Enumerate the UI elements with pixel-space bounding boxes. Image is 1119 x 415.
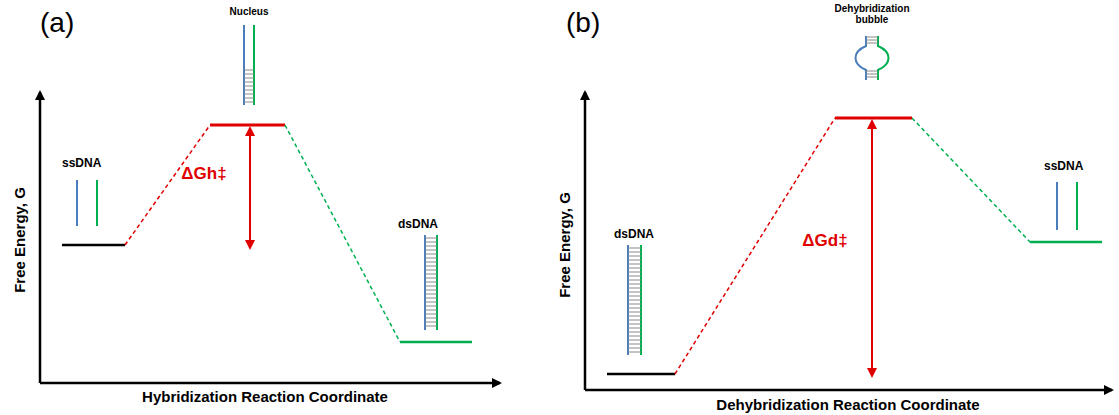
base-pair-rung [425, 326, 437, 327]
base-pair-rung [425, 306, 437, 307]
base-pair-rung [628, 260, 641, 261]
state-label: ssDNA [62, 157, 101, 170]
energy-levels [62, 118, 1102, 376]
base-pair-rung [425, 274, 437, 275]
base-pair-rung [425, 238, 437, 239]
barrier-label: ΔGd‡ [802, 232, 847, 251]
base-pair-rung [425, 270, 437, 271]
base-pair-rung [425, 246, 437, 247]
base-pair-rung [425, 258, 437, 259]
base-pair-rung [866, 40, 878, 41]
state-label: Nucleus [230, 6, 269, 17]
base-pair-rung [628, 328, 641, 329]
base-pair-rung [866, 74, 878, 75]
base-pair-rung [628, 252, 641, 253]
base-pair-rung [628, 344, 641, 345]
base-pair-rung [628, 280, 641, 281]
base-pair-rung [425, 282, 437, 283]
base-pair-rung [425, 310, 437, 311]
base-pair-rung [628, 268, 641, 269]
panel-label: (b) [566, 8, 600, 39]
base-pair-rung [425, 254, 437, 255]
base-pair-rung [866, 43, 878, 44]
base-pair-rung [425, 322, 437, 323]
base-pair-rung [244, 102, 254, 103]
base-pair-rung [628, 336, 641, 337]
base-pair-rung [628, 308, 641, 309]
base-pair-rung [628, 276, 641, 277]
base-pair-rung [628, 320, 641, 321]
base-pair-rung [628, 312, 641, 313]
panel-label: (a) [40, 8, 74, 39]
base-pair-rung [244, 78, 254, 79]
base-pair-rung [628, 352, 641, 353]
base-pair-rung [244, 74, 254, 75]
base-pair-rung [628, 272, 641, 273]
base-pair-rung [425, 250, 437, 251]
base-pair-rung [628, 264, 641, 265]
base-pair-rung [628, 324, 641, 325]
base-pair-rung [628, 256, 641, 257]
base-pair-rung [628, 340, 641, 341]
base-pair-rung [425, 290, 437, 291]
barrier-label: ΔGh‡ [181, 165, 226, 184]
base-pair-rung [425, 298, 437, 299]
dna-strands [77, 25, 1077, 355]
axis-title: Dehybridization Reaction Coordinate [716, 397, 979, 414]
base-pair-rung [244, 86, 254, 87]
base-pair-rung [244, 98, 254, 99]
base-pair-rung [425, 318, 437, 319]
base-pair-rung [425, 286, 437, 287]
base-pair-rung [866, 71, 878, 72]
base-pair-rung [628, 284, 641, 285]
base-pair-rung [628, 348, 641, 349]
state-label: dsDNA [614, 228, 654, 241]
base-pair-rung [425, 278, 437, 279]
axis-title: Free Energy, G [557, 192, 574, 298]
axis-title: Hybridization Reaction Coordinate [142, 389, 388, 406]
base-pair-rung [425, 262, 437, 263]
state-label: Dehybridization bubble [827, 3, 917, 25]
base-pair-rung [244, 90, 254, 91]
base-pair-rung [425, 294, 437, 295]
base-pair-rung [866, 77, 878, 78]
base-pair-rung [628, 332, 641, 333]
axes [40, 92, 1112, 390]
base-pair-rung [628, 248, 641, 249]
base-pair-rungs [244, 37, 878, 352]
base-pair-rung [244, 82, 254, 83]
axis-title: Free Energy, G [12, 187, 29, 293]
state-label: dsDNA [398, 218, 438, 231]
base-pair-rung [244, 70, 254, 71]
base-pair-rung [628, 292, 641, 293]
base-pair-rung [425, 242, 437, 243]
base-pair-rung [425, 302, 437, 303]
base-pair-rung [628, 288, 641, 289]
base-pair-rung [628, 316, 641, 317]
state-label: ssDNA [1044, 160, 1083, 173]
base-pair-rung [425, 266, 437, 267]
base-pair-rung [628, 304, 641, 305]
base-pair-rung [425, 314, 437, 315]
base-pair-rung [244, 94, 254, 95]
base-pair-rung [866, 37, 878, 38]
base-pair-rung [628, 296, 641, 297]
base-pair-rung [628, 300, 641, 301]
